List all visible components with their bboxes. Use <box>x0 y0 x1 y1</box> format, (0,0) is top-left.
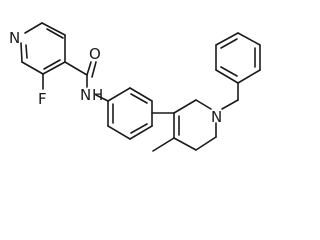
methyl-bond <box>152 137 175 152</box>
pyridine-ring <box>20 22 66 75</box>
amide-group <box>64 61 109 102</box>
pyridine-nitrogen-label: N <box>9 29 20 47</box>
amide-nitrogen-label: N <box>80 86 91 104</box>
benzyl-group <box>215 32 261 110</box>
ring-nitrogen-label: N <box>211 108 222 126</box>
fluorine-label: F <box>38 90 47 108</box>
carbonyl-oxygen-label: O <box>89 45 101 63</box>
amide-hydrogen-label: H <box>92 86 103 104</box>
tetrahydropyridine-ring <box>173 99 217 151</box>
phenylene-ring <box>107 87 153 140</box>
chemical-structure-diagram: N F O N H N <box>9 22 261 152</box>
